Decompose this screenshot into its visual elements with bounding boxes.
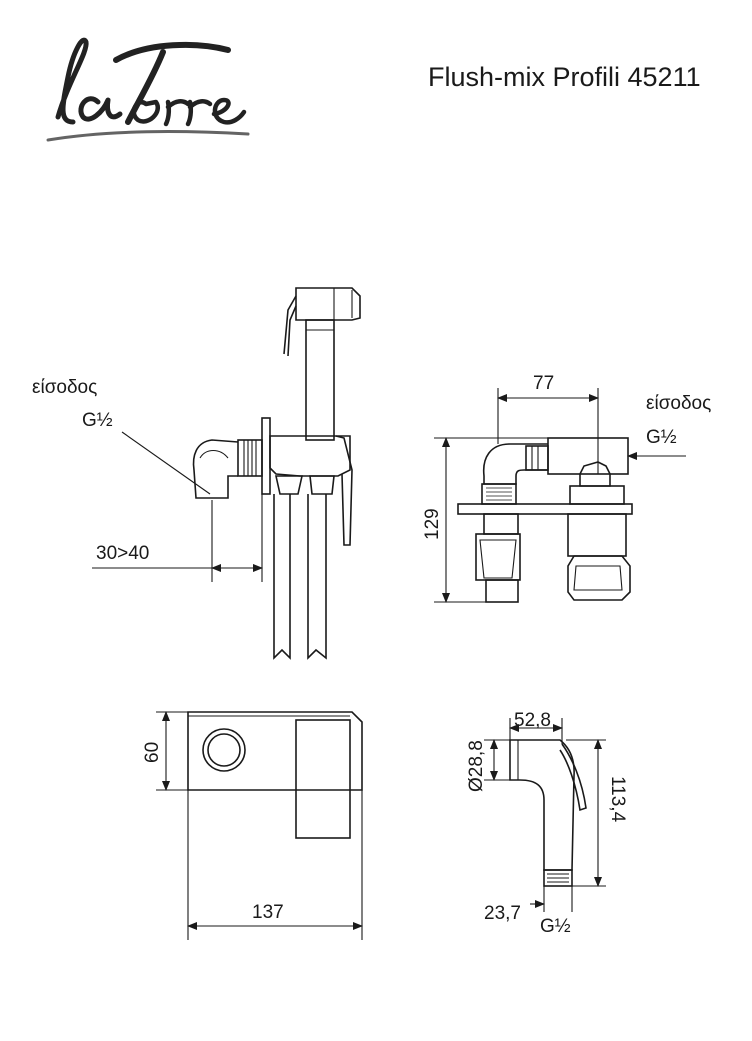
plate-front-view: 60 137 — [142, 711, 363, 940]
plate-height-dimension: 60 — [142, 742, 163, 763]
front-inlet-label: είσοδος — [646, 393, 711, 414]
spray-diameter-dimension: Ø28,8 — [466, 740, 487, 792]
front-width-dimension: 77 — [533, 373, 554, 394]
side-inlet-label: είσοδος — [32, 377, 97, 398]
front-height-dimension: 129 — [422, 508, 443, 540]
side-inlet-thread: G½ — [82, 410, 113, 431]
depth-dimension: 30>40 — [96, 543, 149, 564]
spray-base-dimension: 23,7 — [484, 903, 521, 924]
spray-thread-label: G½ — [540, 916, 571, 937]
spray-head-view: Ø28,8 52,8 113,4 23,7 G½ — [466, 710, 628, 937]
plate-width-dimension: 137 — [252, 902, 284, 923]
front-inlet-thread: G½ — [646, 427, 677, 448]
page-title: Flush-mix Profili 45211 — [428, 62, 701, 92]
la-torre-logo — [46, 37, 250, 142]
spray-head-length-dimension: 52,8 — [514, 710, 551, 731]
side-view: είσοδος G½ 30>40 — [32, 287, 361, 660]
spray-length-dimension: 113,4 — [607, 776, 628, 823]
front-section-view: 77 129 είσοδος G½ — [422, 373, 711, 603]
